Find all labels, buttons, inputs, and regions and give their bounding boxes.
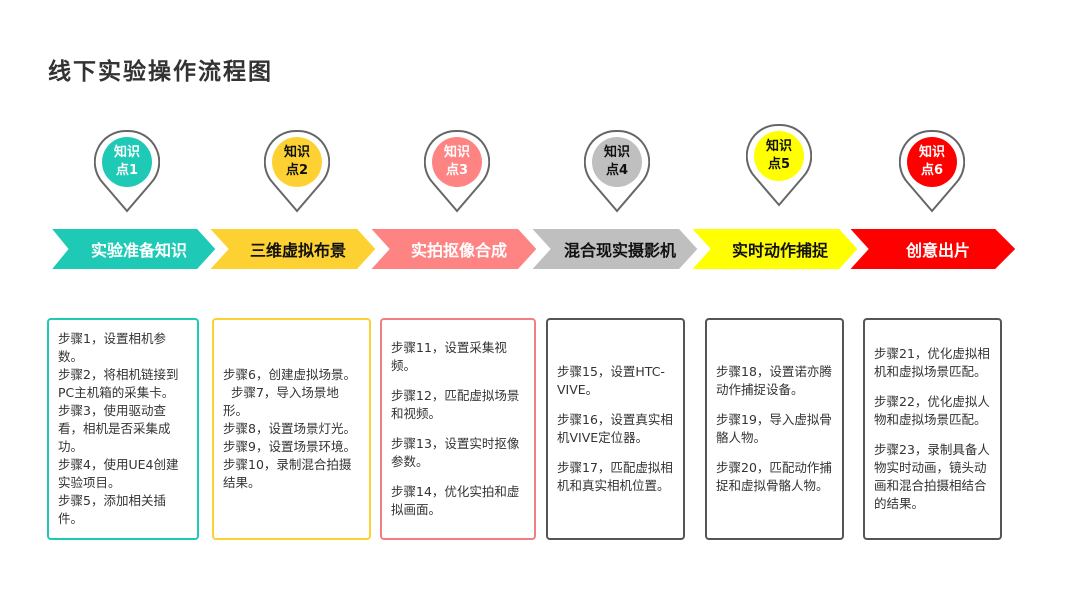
pin-badge: 知识 点6	[907, 137, 957, 187]
chevron-arrow-shape	[528, 227, 702, 271]
chevron-arrow-shape	[48, 227, 220, 271]
knowledge-pin-3: 知识 点3	[424, 129, 490, 217]
chevron-arrow-shape	[846, 227, 1020, 271]
pin-badge: 知识 点3	[432, 137, 482, 187]
steps-box-2: 步骤6，创建虚拟场景。 步骤7，导入场景地形。 步骤8，设置场景灯光。 步骤9，…	[212, 318, 371, 540]
step-text: 步骤19，导入虚拟骨骼人物。	[716, 412, 832, 445]
pin-badge: 知识 点4	[592, 137, 642, 187]
stage-arrow-3: 实拍抠像合成	[367, 227, 541, 271]
chevron-arrow-shape	[367, 227, 541, 271]
knowledge-pin-4: 知识 点4	[584, 129, 650, 217]
stage-arrow-2: 三维虚拟布景	[206, 227, 380, 271]
stage-label: 实验准备知识	[90, 241, 187, 260]
pin-badge: 知识 点5	[754, 131, 804, 181]
pin-line1: 知识	[113, 145, 140, 160]
pin-line2: 点1	[115, 163, 139, 178]
pin-line2: 点5	[767, 157, 791, 172]
chevron-arrow-shape	[688, 227, 862, 271]
step-text: 步骤7，导入场景地形。	[223, 385, 339, 418]
knowledge-pin-2: 知识 点2	[264, 129, 330, 217]
stage-label: 实时动作捕捉	[731, 241, 828, 260]
step-text: 步骤22，优化虚拟人物和虚拟场景匹配。	[874, 394, 990, 427]
step-text: 步骤11，设置采集视频。	[391, 340, 507, 373]
pin-line2: 点6	[920, 163, 944, 178]
step-text: 步骤9，设置场景环境。	[223, 439, 356, 454]
stage-arrow-5: 实时动作捕捉	[688, 227, 862, 271]
steps-box-6: 步骤21，优化虚拟相机和虚拟场景匹配。 步骤22，优化虚拟人物和虚拟场景匹配。 …	[863, 318, 1002, 540]
stage-arrow-1: 实验准备知识	[48, 227, 220, 271]
pin-line1: 知识	[765, 139, 792, 154]
knowledge-pin-1: 知识 点1	[94, 129, 160, 217]
stage-label: 混合现实摄影机	[563, 241, 676, 260]
stage-arrow-6: 创意出片	[846, 227, 1020, 271]
knowledge-pin-5: 知识 点5	[746, 123, 812, 211]
pin-line1: 知识	[443, 145, 470, 160]
step-text: 步骤1，设置相机参数。	[58, 331, 166, 364]
step-text: 步骤15，设置HTC-VIVE。	[557, 364, 665, 397]
step-text: 步骤14，优化实拍和虚拟画面。	[391, 484, 520, 517]
stage-label: 实拍抠像合成	[410, 241, 507, 260]
knowledge-pin-6: 知识 点6	[899, 129, 965, 217]
pin-line2: 点3	[445, 163, 469, 178]
stage-arrow-4: 混合现实摄影机	[528, 227, 702, 271]
pin-line1: 知识	[603, 145, 630, 160]
pin-line2: 点4	[605, 163, 629, 178]
page-title: 线下实验操作流程图	[48, 59, 273, 85]
pin-badge: 知识 点2	[272, 137, 322, 187]
step-text: 步骤12，匹配虚拟场景和视频。	[391, 388, 520, 421]
steps-box-3: 步骤11，设置采集视频。 步骤12，匹配虚拟场景和视频。 步骤13，设置实时抠像…	[380, 318, 536, 540]
step-text: 步骤20，匹配动作捕捉和虚拟骨骼人物。	[716, 460, 832, 493]
step-text: 步骤4，使用UE4创建实验项目。	[58, 457, 179, 490]
stage-label: 三维虚拟布景	[249, 241, 346, 260]
step-text: 步骤3，使用驱动查看，相机是否采集成功。	[58, 403, 171, 454]
pin-line1: 知识	[283, 145, 310, 160]
step-text: 步骤6，创建虚拟场景。	[223, 367, 356, 382]
step-text: 步骤17，匹配虚拟相机和真实相机位置。	[557, 460, 673, 493]
pin-line1: 知识	[918, 145, 945, 160]
pin-line2: 点2	[285, 163, 309, 178]
steps-box-4: 步骤15，设置HTC-VIVE。 步骤16，设置真实相机VIVE定位器。 步骤1…	[546, 318, 685, 540]
steps-box-5: 步骤18，设置诺亦腾动作捕捉设备。 步骤19，导入虚拟骨骼人物。 步骤20，匹配…	[705, 318, 844, 540]
stage-label: 创意出片	[905, 241, 970, 260]
pin-badge: 知识 点1	[102, 137, 152, 187]
step-text: 步骤21，优化虚拟相机和虚拟场景匹配。	[874, 346, 990, 379]
chevron-arrow-shape	[206, 227, 380, 271]
step-text: 步骤10，录制混合拍摄结果。	[223, 457, 352, 490]
step-text: 步骤18，设置诺亦腾动作捕捉设备。	[716, 364, 832, 397]
step-text: 步骤5，添加相关插件。	[58, 493, 166, 526]
steps-box-1: 步骤1，设置相机参数。 步骤2，将相机链接到PC主机箱的采集卡。 步骤3，使用驱…	[47, 318, 199, 540]
step-text: 步骤2，将相机链接到PC主机箱的采集卡。	[58, 367, 179, 400]
step-text: 步骤23，录制具备人物实时动画，镜头动画和混合拍摄相结合的结果。	[874, 442, 990, 511]
step-text: 步骤16，设置真实相机VIVE定位器。	[557, 412, 673, 445]
step-text: 步骤13，设置实时抠像参数。	[391, 436, 520, 469]
step-text: 步骤8，设置场景灯光。	[223, 421, 356, 436]
